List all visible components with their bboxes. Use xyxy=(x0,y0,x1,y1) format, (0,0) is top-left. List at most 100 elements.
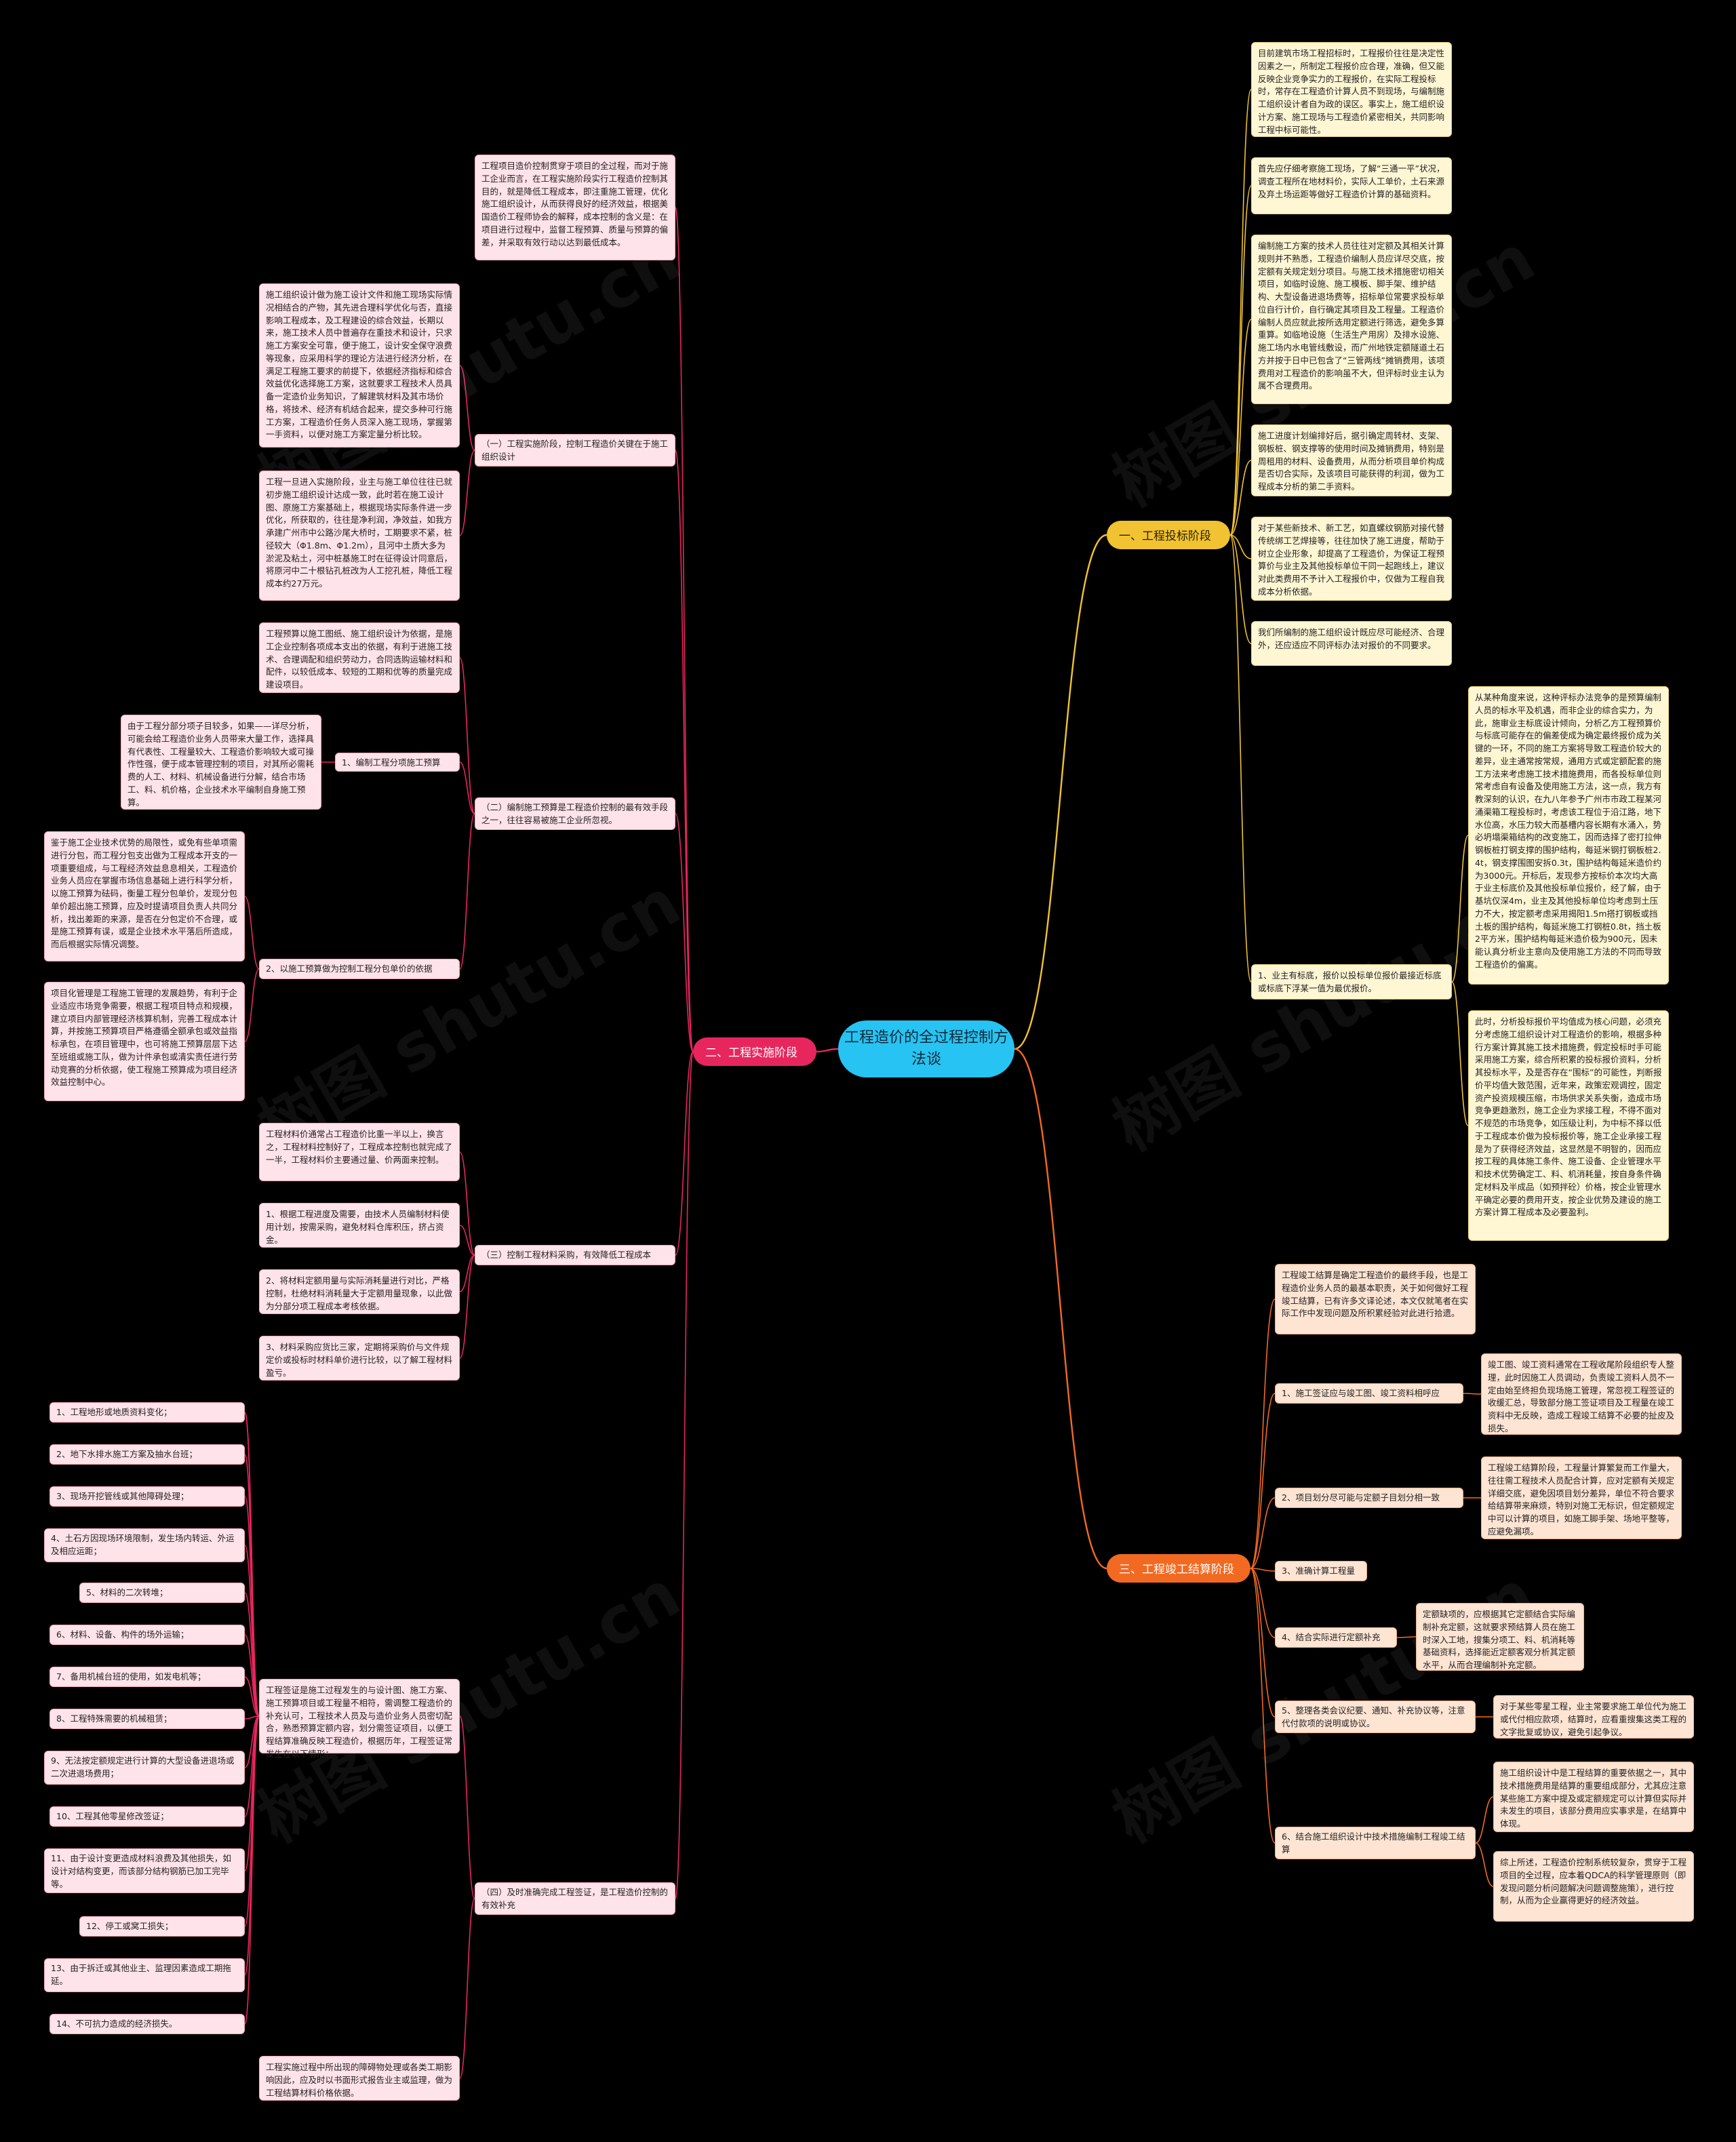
visa-item[interactable]: 3、现场开挖管线或其他障碍处理； xyxy=(50,1486,245,1507)
section-note: 2、将材料定额用量与实际消耗量进行对比，严格控制，杜绝材料消耗量大于定额用量现象… xyxy=(259,1269,460,1314)
connector xyxy=(459,1254,475,1359)
branch-settlement-stage[interactable]: 三、工程竣工结算阶段 xyxy=(1107,1554,1250,1583)
connector xyxy=(1014,534,1107,1050)
section-note: 工程预算以施工图纸、施工组织设计为依据，是施工企业控制各项成本支出的依据，有利于… xyxy=(259,622,460,693)
settlement-item-4[interactable]: 4、结合实际进行定额补充 xyxy=(1275,1627,1397,1648)
visa-item[interactable]: 12、停工或窝工损失； xyxy=(79,1916,245,1937)
settlement-intro: 工程竣工结算是确定工程造价的最终手段，也是工程造价业务人员的最基本职责，关于如何… xyxy=(1275,1264,1476,1334)
connector xyxy=(1229,534,1252,559)
connector xyxy=(244,1676,260,1717)
connector xyxy=(244,1634,260,1717)
connector xyxy=(244,1715,260,1720)
implementation-section-3[interactable]: （三）控制工程材料采购，有效降低工程成本 xyxy=(475,1245,675,1265)
connector xyxy=(1475,1796,1494,1844)
connector xyxy=(244,1545,260,1717)
central-topic[interactable]: 工程造价的全过程控制方法谈 xyxy=(838,1020,1014,1077)
bidding-note: 从某种角度来说，这种评标办法竞争的是预算编制人员的标水平及机遇，而非企业的综合实… xyxy=(1468,686,1669,985)
connector xyxy=(459,1225,475,1256)
connector xyxy=(1229,460,1252,536)
connector xyxy=(244,896,260,970)
connector xyxy=(244,1412,260,1717)
visa-item[interactable]: 11、由于设计变更造成材料浪费及其他损失，如设计对结构变更，而该部分结构钢筋已加… xyxy=(44,1848,245,1893)
item-note: 工程竣工结算阶段，工程量计算繁复而工作量大，往往需工程技术人员配合计算，应对定额… xyxy=(1481,1456,1682,1539)
item-note: 定额缺项的，应根据其它定额结合实际编制补充定额，这就要求预结算人员在施工时深入工… xyxy=(1416,1603,1584,1671)
bidding-note: 对于某些新技术、新工艺，如直螺纹钢筋对接代替传统绑工艺焊接等，往往加快了施工进度… xyxy=(1251,517,1452,601)
section-2-item-1[interactable]: 1、编制工程分项施工预算 xyxy=(335,753,460,772)
settlement-item-1[interactable]: 1、施工签证应与竣工图、竣工资料相呼应 xyxy=(1275,1383,1463,1404)
connector xyxy=(459,1715,475,1899)
connector xyxy=(816,1048,839,1053)
connector xyxy=(459,1254,475,1292)
connector xyxy=(1014,1048,1107,1570)
item-note: 施工组织设计中是工程结算的重要依据之一，其中技术措施费用是结算的重要组成部分，尤… xyxy=(1493,1762,1694,1832)
connector xyxy=(459,1898,475,2079)
section-note: 工程实施过程中所出现的障碍物处理或各类工期影响因此，应及时以书面形式报告业主或监… xyxy=(259,2056,460,2101)
branch-implementation-stage[interactable]: 二、工程实施阶段 xyxy=(693,1037,816,1066)
connector xyxy=(459,365,475,451)
connector xyxy=(459,761,475,814)
implementation-section-2[interactable]: （二）编制施工预算是工程造价控制的最有效手段之一，往往容易被施工企业所忽视。 xyxy=(475,797,675,830)
connector xyxy=(675,1051,694,1899)
visa-item[interactable]: 2、地下水排水施工方案及抽水台班； xyxy=(50,1444,245,1465)
settlement-item-3[interactable]: 3、准确计算工程量 xyxy=(1275,1561,1367,1581)
connector xyxy=(244,1412,260,1717)
connector xyxy=(244,1715,260,1927)
implementation-section-1[interactable]: （一）工程实施阶段，控制工程造价关键在于施工组织设计 xyxy=(475,434,675,467)
item-note: 竣工图、竣工资料通常在工程收尾阶段组织专人整理，此时因施工人员调动，负责竣工资料… xyxy=(1481,1353,1682,1435)
visa-item[interactable]: 7、备用机械台班的使用，如发电机等； xyxy=(50,1667,245,1687)
connector xyxy=(1451,981,1469,1126)
visa-item[interactable]: 14、不可抗力造成的经济损失。 xyxy=(50,2014,245,2034)
item-note: 综上所述，工程造价控制系统较复杂，贯穿于工程项目的全过程，应本着QDCA的科学管… xyxy=(1493,1851,1694,1922)
connector xyxy=(459,450,475,536)
section-note: 工程签证是施工过程发生的与设计图、施工方案、施工预算项目或工程量不相符，需调整工… xyxy=(259,1679,460,1759)
connector xyxy=(244,1715,260,2025)
item-note: 鉴于施工企业技术优势的局限性，或免有些单项需进行分包，而工程分包支出做为工程成本… xyxy=(44,831,245,961)
connector xyxy=(1229,185,1252,536)
item-note: 对于某些零星工程，业主常要求施工单位代为施工或代付相应款项，结算时，应看重搜集这… xyxy=(1493,1695,1694,1739)
connector xyxy=(1229,534,1252,983)
connector xyxy=(1250,1497,1276,1569)
connector xyxy=(675,813,694,1052)
visa-item[interactable]: 13、由于拆迁或其他业主、监理因素造成工期拖延。 xyxy=(44,1958,245,1992)
connector xyxy=(459,813,475,970)
connector xyxy=(244,1715,260,1871)
implementation-section-4[interactable]: （四）及时准确完成工程签证，是工程造价控制的有效补充 xyxy=(475,1882,675,1915)
visa-item[interactable]: 1、工程地形或地质资料变化； xyxy=(50,1402,245,1423)
connector xyxy=(1250,1568,1276,1572)
connector xyxy=(244,968,260,1042)
branch-bidding-stage[interactable]: 一、工程投标阶段 xyxy=(1107,521,1230,549)
connector xyxy=(675,207,694,1052)
settlement-item-5[interactable]: 5、整理各类会议纪要、通知、补充协议等，注意代付款项的说明或协议。 xyxy=(1275,1701,1476,1733)
connector xyxy=(1229,89,1252,536)
watermark: 树图 shutu.cn xyxy=(245,864,692,1166)
bidding-note: 我们所编制的施工组织设计既应尽可能经济、合理外，还应适应不同评标办法对报价的不同… xyxy=(1251,621,1452,666)
connector xyxy=(1451,835,1469,983)
section-note: 施工组织设计做为施工设计文件和施工现场实际情况相结合的产物，其先进合理科学优化与… xyxy=(259,283,460,448)
connector xyxy=(244,1715,260,1768)
visa-item[interactable]: 4、土石方因现场环境限制，发生场内转运、外运及相应运距； xyxy=(44,1528,245,1562)
section-note: 工程一旦进入实施阶段，业主与施工单位往往已就初步施工组织设计达成一致，此时若在施… xyxy=(259,471,460,601)
connector xyxy=(459,657,475,814)
bidding-method-item[interactable]: 1、业主有标底，报价以投标单位报价最接近标底或标底下浮某一值为最优报价。 xyxy=(1251,964,1452,999)
connector xyxy=(675,1051,694,1256)
section-2-item-2[interactable]: 2、以施工预算做为控制工程分包单价的依据 xyxy=(259,959,460,979)
implementation-intro: 工程项目造价控制贯穿于项目的全过程，而对于施工企业而言，在工程实施阶段实行工程造… xyxy=(475,155,675,260)
settlement-item-2[interactable]: 2、项目划分尽可能与定额子目划分相一致 xyxy=(1275,1488,1463,1508)
visa-item[interactable]: 10、工程其他零星修改签证； xyxy=(50,1806,245,1827)
visa-item[interactable]: 5、材料的二次转堆； xyxy=(79,1583,245,1603)
settlement-item-6[interactable]: 6、结合施工组织设计中技术措施编制工程竣工结算 xyxy=(1275,1827,1476,1859)
connector xyxy=(459,1151,475,1256)
section-note: 工程材料价通常占工程造价比重一半以上，换言之，工程材料控制好了，工程成本控制也就… xyxy=(259,1123,460,1181)
connector xyxy=(244,1715,260,1817)
visa-item[interactable]: 9、无法按定额规定进行计算的大型设备进退场或二次进退场费用； xyxy=(44,1751,245,1785)
connector xyxy=(1250,1298,1276,1569)
connector xyxy=(244,1454,260,1717)
connector xyxy=(1250,1393,1276,1569)
connector xyxy=(1475,1842,1494,1887)
bidding-note: 首先应仔细考察施工现场，了解“三通一平”状况，调查工程所在地材料价，实际人工单价… xyxy=(1251,157,1452,214)
bidding-note: 此时，分析投标报价平均值成为核心问题，必须充分考虑施工组织设计对工程造价的影响，… xyxy=(1468,1010,1669,1241)
visa-item[interactable]: 6、材料、设备、构件的场外运输； xyxy=(50,1625,245,1645)
section-note: 3、材料采购应货比三家，定期将采购价与文件规定价或投标时材料单价进行比较，以了解… xyxy=(259,1336,460,1381)
visa-item[interactable]: 8、工程特殊需要的机械租赁； xyxy=(50,1709,245,1729)
bidding-note: 目前建筑市场工程招标时，工程报价往往是决定性因素之一，所制定工程报价应合理，准确… xyxy=(1251,42,1452,137)
